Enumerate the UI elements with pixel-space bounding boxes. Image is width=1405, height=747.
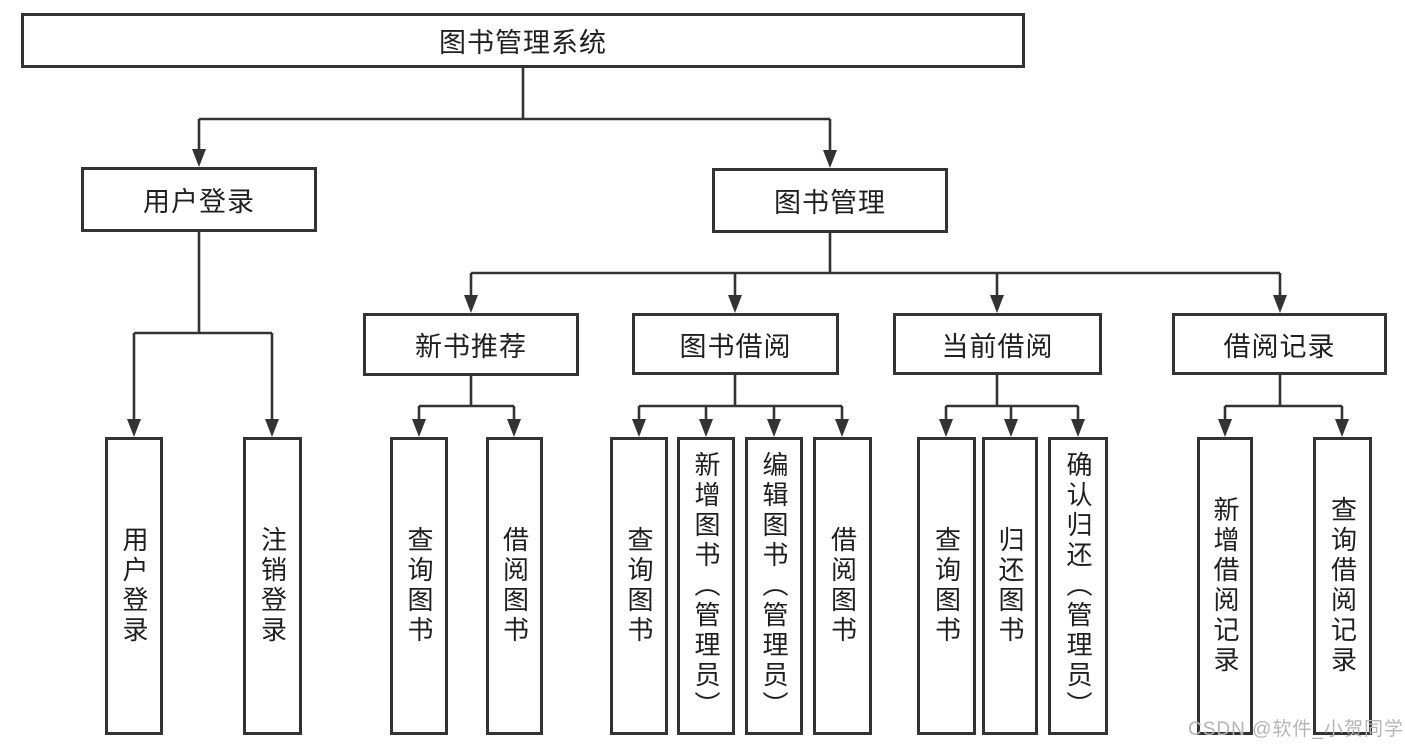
node-new-book-recommend: 新书推荐 bbox=[363, 313, 579, 376]
node-book-management: 图书管理 bbox=[712, 168, 948, 233]
leaf-label: 借阅图书 bbox=[827, 526, 858, 646]
leaf-query-books: 查询图书 bbox=[610, 437, 668, 735]
node-label: 图书管理系统 bbox=[439, 28, 607, 58]
leaf-edit-books-admin: 编辑图书（管理员） bbox=[745, 437, 803, 735]
node-user-login: 用户登录 bbox=[81, 167, 317, 232]
node-label: 当前借阅 bbox=[941, 331, 1054, 362]
leaf-label: 新增借阅记录 bbox=[1210, 496, 1240, 676]
leaf-add-books-admin: 新增图书（管理员） bbox=[677, 437, 735, 735]
leaf-label: 编辑图书（管理员） bbox=[759, 451, 789, 721]
node-current-borrowing: 当前借阅 bbox=[893, 313, 1102, 375]
leaf-label: 查询图书 bbox=[404, 526, 434, 646]
leaf-label: 新增图书（管理员） bbox=[691, 451, 721, 721]
leaf-logout: 注销登录 bbox=[243, 437, 302, 735]
leaf-label: 查询图书 bbox=[931, 526, 962, 646]
node-borrowing-records: 借阅记录 bbox=[1172, 313, 1387, 375]
leaf-label: 查询图书 bbox=[624, 526, 654, 646]
leaf-confirm-return-admin: 确认归还（管理员） bbox=[1048, 437, 1108, 735]
leaf-label: 查询借阅记录 bbox=[1327, 496, 1358, 676]
node-label: 用户登录 bbox=[143, 187, 255, 217]
leaf-label: 注销登录 bbox=[257, 526, 288, 646]
leaf-label: 借阅图书 bbox=[499, 526, 530, 646]
leaf-return-books: 归还图书 bbox=[982, 437, 1038, 735]
leaf-query-books: 查询图书 bbox=[390, 437, 448, 735]
leaf-borrow-books: 借阅图书 bbox=[486, 437, 543, 735]
node-label: 新书推荐 bbox=[415, 332, 527, 362]
leaf-query-borrow-record: 查询借阅记录 bbox=[1313, 437, 1372, 735]
leaf-query-books: 查询图书 bbox=[917, 437, 976, 735]
leaf-label: 确认归还（管理员） bbox=[1063, 451, 1093, 721]
node-label: 图书管理 bbox=[774, 188, 886, 218]
leaf-user-login: 用户登录 bbox=[105, 437, 163, 735]
leaf-label: 用户登录 bbox=[119, 526, 149, 646]
node-library-management-system: 图书管理系统 bbox=[21, 13, 1025, 68]
csdn-watermark: CSDN @软件_小贺同学 bbox=[1188, 719, 1404, 740]
node-label: 借阅记录 bbox=[1223, 331, 1336, 362]
leaf-label: 归还图书 bbox=[995, 526, 1025, 646]
leaf-borrow-books: 借阅图书 bbox=[813, 437, 872, 735]
node-label: 图书借阅 bbox=[679, 331, 792, 362]
leaf-add-borrow-record: 新增借阅记录 bbox=[1197, 437, 1253, 735]
node-book-borrowing: 图书借阅 bbox=[632, 313, 839, 375]
